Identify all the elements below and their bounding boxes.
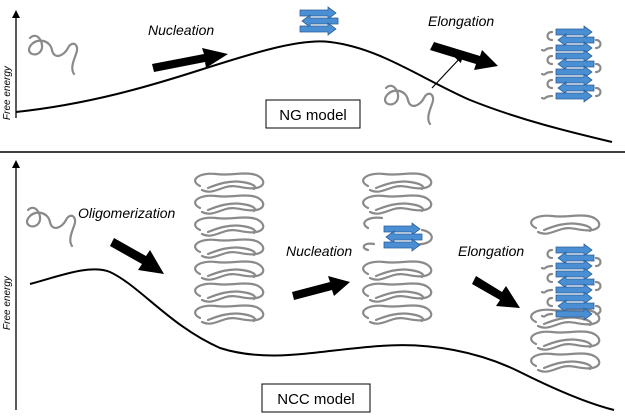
ncc-nucleated-oligomer bbox=[362, 172, 433, 325]
ncc-fibril-oligomer bbox=[530, 214, 600, 373]
ng-axis-label: Free energy bbox=[2, 65, 13, 120]
ng-panel: Free energy Nucleation Elongation NG mod… bbox=[2, 6, 613, 143]
ng-monomer-add-arrow bbox=[431, 54, 464, 89]
ncc-oligomer-stack bbox=[194, 172, 265, 325]
ng-nucleation-arrow bbox=[152, 48, 228, 72]
ng-incoming-monomer bbox=[383, 84, 435, 126]
ncc-step-oligomerization: Oligomerization bbox=[78, 205, 175, 221]
ng-energy-curve bbox=[15, 40, 613, 143]
ng-model-box bbox=[265, 99, 361, 129]
ng-elongation-arrow bbox=[430, 42, 498, 70]
ncc-oligomerization-arrow bbox=[110, 238, 164, 274]
ncc-step-nucleation: Nucleation bbox=[286, 243, 352, 259]
ncc-panel: Free energy Oligomerization Nucleation bbox=[2, 160, 615, 413]
ng-model-label: NG model bbox=[279, 107, 347, 124]
ng-step-elongation: Elongation bbox=[428, 13, 494, 29]
ng-fibril bbox=[542, 26, 601, 102]
ncc-step-elongation: Elongation bbox=[458, 243, 524, 259]
ncc-model-box bbox=[261, 383, 371, 413]
ng-monomer-coil bbox=[27, 34, 79, 76]
ncc-model-label: NCC model bbox=[277, 391, 355, 408]
ncc-nucleation-arrow bbox=[292, 276, 350, 300]
ncc-monomer-coil bbox=[25, 206, 77, 248]
ng-nucleus bbox=[299, 6, 339, 36]
ncc-elongation-arrow bbox=[472, 276, 520, 308]
ncc-axis-label: Free energy bbox=[2, 275, 13, 330]
ncc-energy-curve bbox=[29, 268, 615, 411]
ng-step-nucleation: Nucleation bbox=[148, 22, 214, 38]
